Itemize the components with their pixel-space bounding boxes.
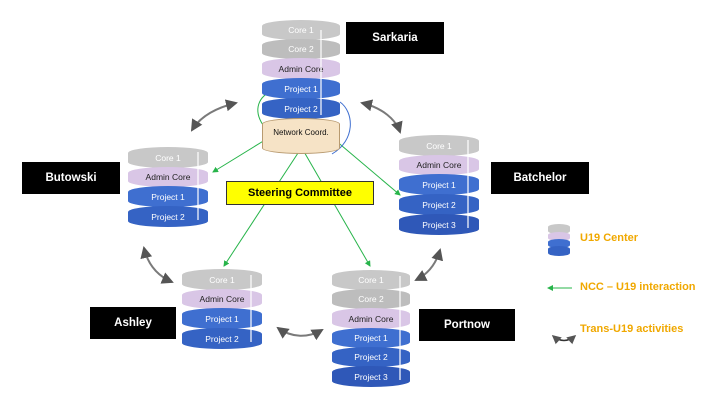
layer-project-2: Project 2 [128,206,208,227]
layer-project-3: Project 3 [399,214,479,235]
sarkaria-label: Sarkaria [346,22,444,54]
steering-committee-box: Steering Committee [226,181,374,205]
layer-project-1: Project 1 [399,174,479,195]
portnow-stack: Core 1 Core 2 Admin Core Project 1 Proje… [332,270,410,388]
ncc-arrow-ashley [223,149,301,267]
legend-trans-arrow [551,335,577,345]
layer-core-1: Core 1 [128,147,208,168]
batchelor-label: Batchelor [491,162,589,194]
ncc-arrow-butowski [212,139,266,173]
legend-u19-center-label: U19 Center [580,232,639,244]
layer-core-2: Core 2 [332,289,410,309]
layer-core-1: Core 1 [182,269,262,290]
layer-admin-core: Admin Core [332,308,410,329]
legend-u19-center-icon [548,224,570,256]
layer-admin-core: Admin Core [128,167,208,187]
legend-trans-label: Trans-U19 activities [580,323,684,335]
layer-core-1: Core 1 [399,135,479,156]
batchelor-stack: Core 1 Admin Core Project 1 Project 2 Pr… [399,135,479,235]
layer-admin-core: Admin Core [182,289,262,309]
layer-project-1: Project 1 [128,186,208,207]
trans-arrow-w [140,246,174,284]
layer-core-1: Core 1 [332,270,410,290]
legend-ncc-label: NCC – U19 interaction [580,281,696,293]
ncc-arrow-batchelor [334,139,401,196]
butowski-label: Butowski [22,162,120,194]
trans-arrow-s [276,326,324,341]
ashley-label: Ashley [90,307,176,339]
layer-project-2: Project 2 [399,194,479,215]
layer-network-coord: Network Coord. [262,118,340,154]
layer-admin-core: Admin Core [399,155,479,175]
butowski-stack: Core 1 Admin Core Project 1 Project 2 [128,147,208,227]
layer-project-2: Project 2 [332,347,410,367]
layer-project-3: Project 3 [332,366,410,387]
trans-arrow-nw [190,99,238,132]
layer-project-1: Project 1 [332,328,410,348]
layer-project-1: Project 1 [182,308,262,329]
layer-project-2: Project 2 [182,328,262,349]
trans-arrow-ne [360,99,403,134]
ashley-stack: Core 1 Admin Core Project 1 Project 2 [182,269,262,349]
portnow-label: Portnow [419,309,515,341]
trans-arrow-e [414,248,444,281]
ncc-arrow-portnow [302,149,371,267]
